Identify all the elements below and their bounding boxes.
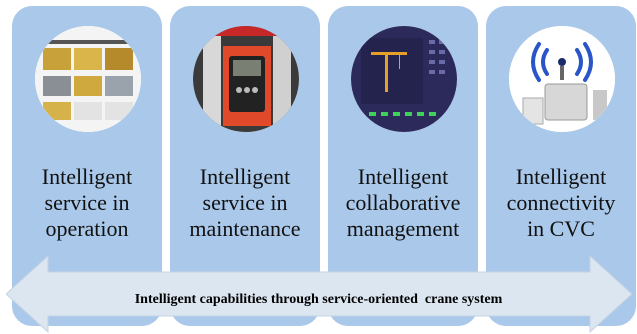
control-panel-device-image xyxy=(193,26,299,132)
label-line-3: management xyxy=(346,216,460,241)
label-line-1: Intelligent xyxy=(41,164,133,189)
label-line-1: Intelligent xyxy=(357,164,449,189)
label-line-3: operation xyxy=(45,216,129,241)
wireless-hoist-image xyxy=(509,26,615,132)
capability-label: Intelligent collaborative management xyxy=(328,164,478,242)
banner-caption: Intelligent capabilities through service… xyxy=(134,292,503,307)
crane-monitoring-screen-image xyxy=(351,26,457,132)
label-line-3: in CVC xyxy=(527,216,595,241)
label-line-1: Intelligent xyxy=(199,164,291,189)
capability-label: Intelligent service in operation xyxy=(12,164,162,242)
label-line-2: connectivity xyxy=(506,190,616,215)
label-line-2: service in xyxy=(202,190,288,215)
double-arrow-banner xyxy=(6,254,632,334)
double-arrow-shape xyxy=(6,254,632,334)
label-line-3: maintenance xyxy=(189,216,301,241)
capability-label: Intelligent connectivity in CVC xyxy=(486,164,636,242)
service-app-screens-image xyxy=(35,26,141,132)
capability-label: Intelligent service in maintenance xyxy=(170,164,320,242)
capability-card-maintenance: Intelligent service in maintenance xyxy=(170,6,320,326)
label-line-2: collaborative xyxy=(345,190,461,215)
label-line-1: Intelligent xyxy=(515,164,607,189)
label-line-2: service in xyxy=(44,190,130,215)
